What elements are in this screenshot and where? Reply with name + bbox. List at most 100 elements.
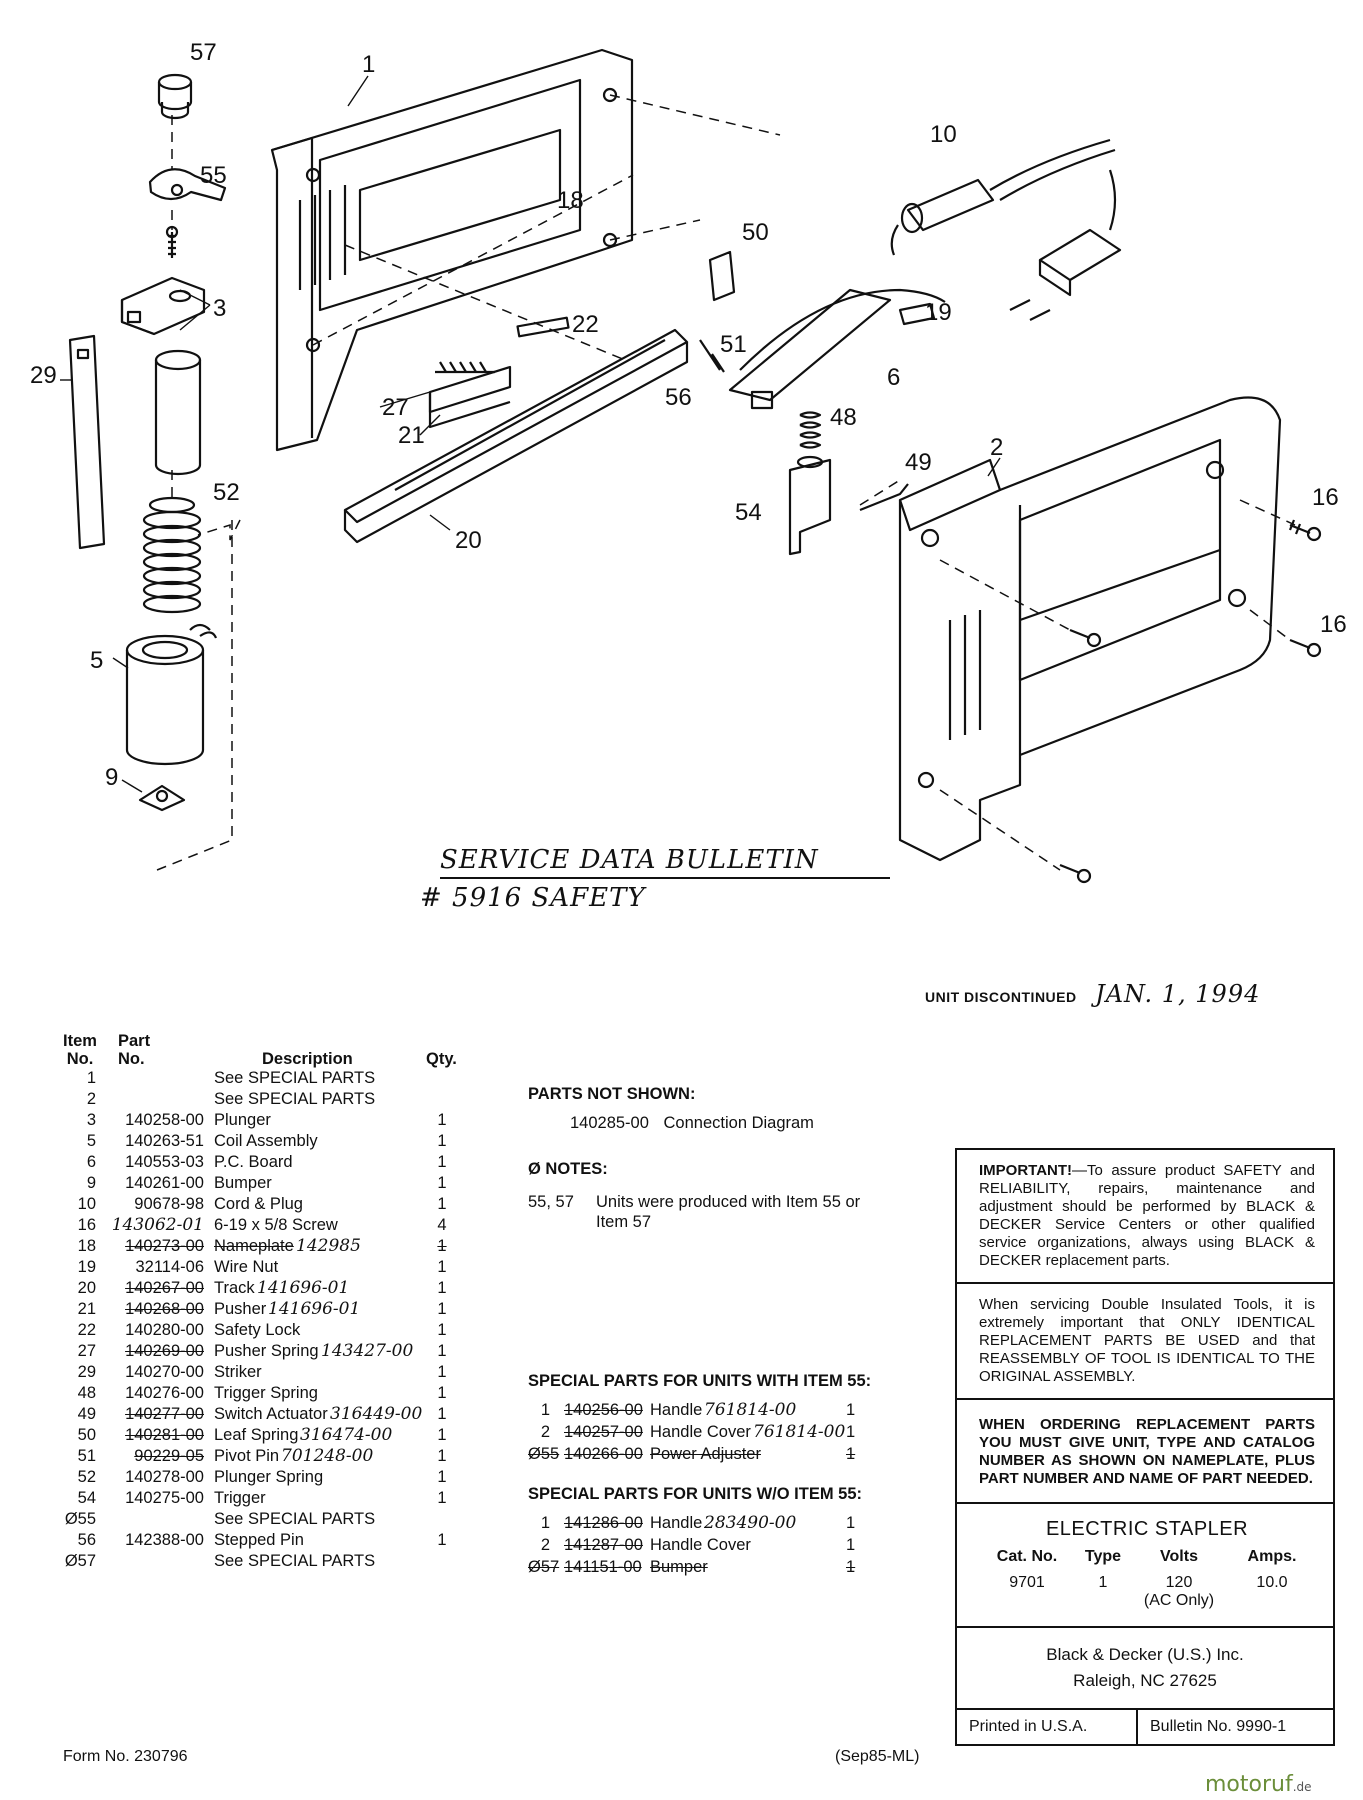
part-qty: 1 (437, 1426, 447, 1444)
footer-box: Printed in U.S.A. Bulletin No. 9990-1 (957, 1710, 1333, 1744)
part-number: 143062-01 (111, 1215, 204, 1235)
parts-row: Ø57 See SPECIAL PARTS (60, 1551, 480, 1572)
callout-10: 10 (930, 121, 957, 148)
part-number: 140261-00 (125, 1174, 204, 1192)
part-qty: 1 (437, 1405, 447, 1423)
special-qty: 1 (846, 1401, 856, 1419)
handwritten-part-number: 283490-00 (704, 1513, 797, 1533)
bulletin-line2: # 5916 SAFETY (420, 883, 646, 913)
item-number: 9 (86, 1174, 96, 1192)
part-qty: 1 (437, 1258, 447, 1276)
callout-49: 49 (905, 449, 932, 476)
special-description: Handle Cover (650, 1423, 751, 1441)
item-number: 49 (77, 1405, 96, 1423)
spec-header-type: Type (1084, 1548, 1122, 1565)
item-number: 10 (77, 1195, 96, 1213)
part-qty: 1 (437, 1321, 447, 1339)
notes-text-1: Units were produced with Item 55 or (596, 1193, 861, 1211)
part-description: Switch Actuator (214, 1405, 328, 1423)
callout-16a: 16 (1312, 484, 1339, 511)
part-qty: 1 (437, 1384, 447, 1402)
item-number: 1 (86, 1069, 96, 1087)
callout-20: 20 (455, 527, 482, 554)
callout-52: 52 (213, 479, 240, 506)
part-number: 90229-05 (134, 1447, 204, 1465)
part-9-bumper (138, 784, 186, 812)
special-part-number: 141287-00 (564, 1536, 643, 1554)
part-description: See SPECIAL PARTS (214, 1090, 376, 1108)
callout-9: 9 (105, 764, 118, 791)
watermark: motoruf.de (1205, 1772, 1312, 1797)
part-3-plunger (120, 276, 206, 476)
part-description: Trigger (214, 1489, 266, 1507)
part-number: 140269-00 (125, 1342, 204, 1360)
special-item: 2 (540, 1423, 550, 1441)
handwritten-part-number: 761814-00 (753, 1422, 846, 1442)
item-number: 51 (77, 1447, 96, 1465)
part-number: 142388-00 (125, 1531, 204, 1549)
part-description: Pusher (214, 1300, 267, 1318)
bulletin-number: Bulletin No. 9990-1 (1150, 1718, 1287, 1735)
part-description: Leaf Spring (214, 1426, 299, 1444)
company-city: Raleigh, NC 27625 (1073, 1671, 1217, 1690)
item-number: 2 (86, 1090, 96, 1108)
part-number: 140553-03 (125, 1153, 204, 1171)
date-code: (Sep85-ML) (835, 1748, 920, 1765)
handwritten-part-number: 142985 (296, 1236, 361, 1256)
spec-amps: 10.0 (1256, 1574, 1288, 1591)
part-number: 140273-00 (125, 1237, 204, 1255)
part-qty: 1 (437, 1363, 447, 1381)
part-number: 140276-00 (125, 1384, 204, 1402)
part-20-track (343, 328, 689, 544)
part-qty: 1 (437, 1342, 447, 1360)
part-54-trigger (788, 455, 832, 556)
special-part-number: 141151-00 (564, 1558, 642, 1576)
part-21-pusher (428, 361, 512, 429)
special-description: Handle (650, 1514, 703, 1532)
callout-50: 50 (742, 219, 769, 246)
item-number: 20 (77, 1279, 96, 1297)
part-number: 140267-00 (125, 1279, 204, 1297)
part-29-striker (68, 334, 106, 550)
header-desc: Description (262, 1050, 353, 1068)
handwritten-part-number: 141696-01 (268, 1299, 361, 1319)
item-number: 5 (86, 1132, 96, 1150)
callout-19: 19 (925, 299, 952, 326)
part-description: Wire Nut (214, 1258, 279, 1276)
item-number: Ø57 (64, 1552, 96, 1570)
part-description: Trigger Spring (214, 1384, 318, 1402)
parts-table-header: Item No. Part No. Description Qty. (60, 1028, 480, 1068)
part-number: 140278-00 (125, 1468, 204, 1486)
callout-57: 57 (190, 39, 217, 66)
part-description: See SPECIAL PARTS (214, 1552, 376, 1570)
part-57-cap (157, 73, 193, 120)
part-number: 32114-06 (135, 1258, 204, 1276)
special-item: Ø57 (528, 1558, 560, 1576)
special-qty: 1 (846, 1558, 856, 1576)
part-number: 140281-00 (125, 1426, 204, 1444)
spec-header-cat: Cat. No. (996, 1548, 1058, 1565)
handwritten-part-number: 701248-00 (281, 1446, 374, 1466)
item-number: Ø55 (64, 1510, 96, 1528)
part-description: Pivot Pin (214, 1447, 280, 1465)
handwritten-part-number: 316474-00 (300, 1425, 393, 1445)
spec-header-volts: Volts (1160, 1548, 1198, 1565)
special-part-number: 140256-00 (564, 1401, 643, 1419)
parts-not-shown-desc: Connection Diagram (663, 1114, 814, 1132)
item-number: 52 (77, 1468, 96, 1486)
